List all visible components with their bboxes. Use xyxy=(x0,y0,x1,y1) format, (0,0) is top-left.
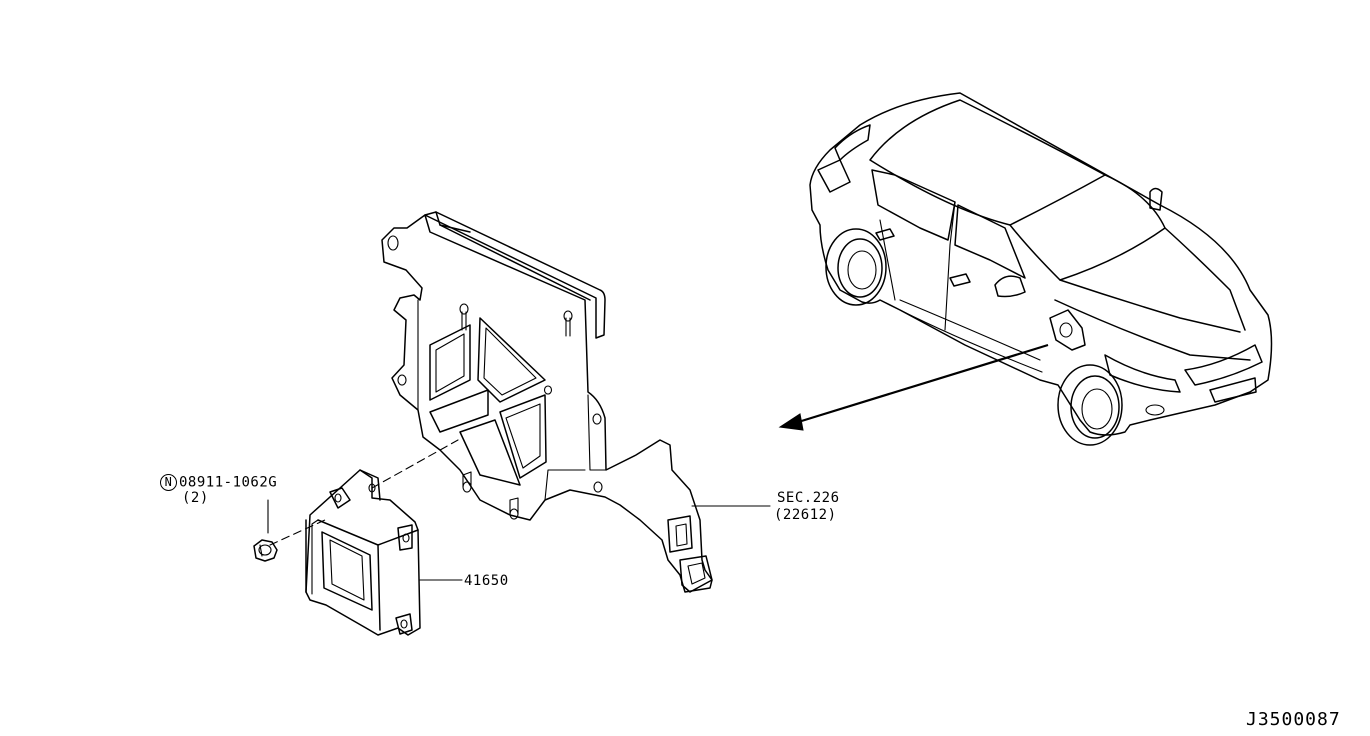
vehicle-illustration xyxy=(809,92,1273,446)
bracket-assembly[interactable] xyxy=(381,211,713,593)
nut-part-number: 08911-1062G xyxy=(179,474,278,491)
locator-arrow xyxy=(778,343,1049,431)
bracket-ref-label: (22612) xyxy=(774,507,837,523)
bracket-section-label[interactable]: SEC.226 xyxy=(777,490,840,506)
diagram-code: J3500087 xyxy=(1246,709,1341,730)
leader-lines xyxy=(267,439,771,581)
control-module[interactable] xyxy=(305,469,421,636)
module-part-number[interactable]: 41650 xyxy=(464,573,509,589)
nut[interactable] xyxy=(253,539,278,562)
nut-quantity: (2) xyxy=(182,490,209,506)
n-circle-icon: N xyxy=(160,474,177,491)
